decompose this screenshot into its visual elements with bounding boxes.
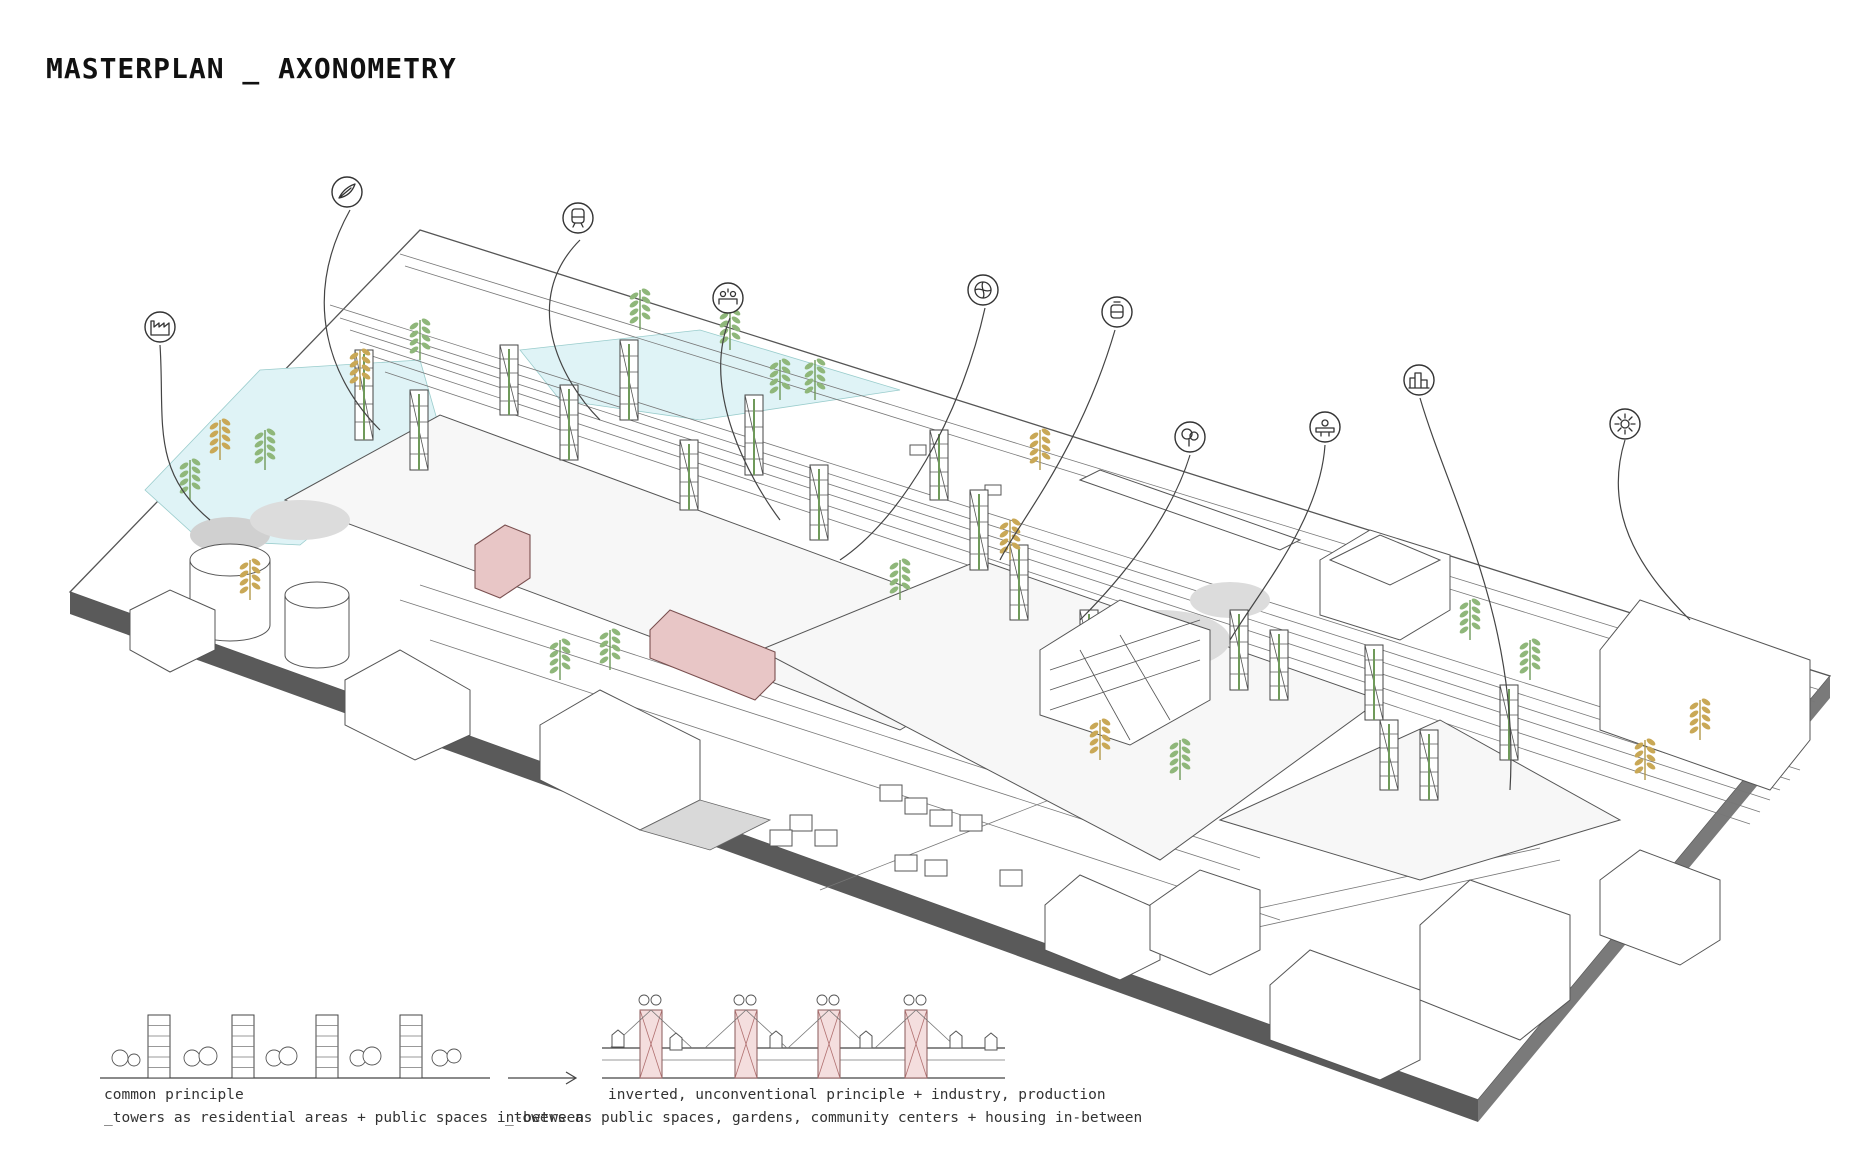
courtyard-block (1039, 599, 1211, 746)
sport-ball-icon (967, 274, 999, 306)
caption-common-line2: _towers as residential areas + public sp… (104, 1110, 585, 1126)
inverted-principle-diagram (602, 994, 1005, 1079)
caption-inverted-principle: inverted, unconventional principle + ind… (505, 1084, 1142, 1130)
caption-inverted-line1: inverted, unconventional principle + ind… (608, 1087, 1106, 1103)
common-principle-diagram (100, 1014, 490, 1079)
leaf-hand-icon (331, 176, 363, 208)
arrow (508, 1071, 578, 1085)
vegetation (179, 288, 1711, 780)
caption-inverted-line2: _towers as public spaces, gardens, commu… (505, 1110, 1143, 1126)
page-title: MASTERPLAN _ AXONOMETRY (46, 52, 457, 85)
foreground-buildings (129, 589, 1721, 1081)
community-icon (712, 282, 744, 314)
leader-lines (159, 209, 1691, 791)
tram-icon (1101, 296, 1133, 328)
train-icon (562, 202, 594, 234)
pink-buildings (474, 524, 776, 701)
factory-icon (144, 311, 176, 343)
caption-common-principle: common principle _towers as residential … (104, 1084, 584, 1130)
city-buildings-icon (1403, 364, 1435, 396)
caption-common-line1: common principle (104, 1087, 244, 1103)
tree-icon (1174, 421, 1206, 453)
workshop-icon (1309, 411, 1341, 443)
gear-icon (1609, 408, 1641, 440)
